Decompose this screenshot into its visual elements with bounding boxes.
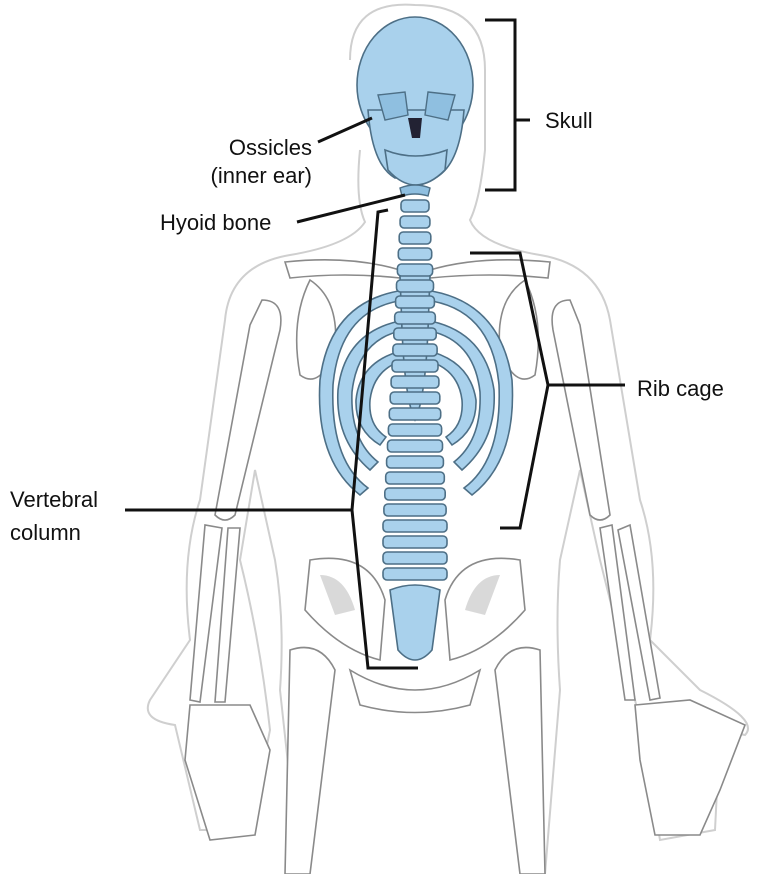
leader-lines — [125, 18, 625, 670]
vertebra — [392, 343, 438, 357]
vertebra — [386, 439, 444, 453]
label-skull: Skull — [545, 108, 593, 133]
vertebra — [396, 263, 434, 277]
vertebra — [382, 519, 448, 533]
skull-bracket — [485, 18, 530, 192]
vertebra — [398, 231, 432, 245]
vertebra — [382, 567, 448, 581]
ossicles-pointer — [317, 116, 373, 144]
vertebral-column-bones — [382, 199, 448, 581]
vertebra — [399, 215, 431, 229]
vertebra — [382, 535, 448, 549]
vertebra — [400, 199, 430, 213]
vertebra — [397, 247, 433, 261]
vertebra — [387, 423, 443, 437]
vertebra — [389, 391, 441, 405]
vertebra — [394, 295, 436, 309]
sacrum — [389, 584, 441, 661]
vertebra — [395, 279, 435, 293]
mandible — [384, 148, 448, 186]
vertebra — [383, 503, 447, 517]
vertebra — [382, 551, 448, 565]
label-rib-cage: Rib cage — [637, 376, 724, 401]
label-ossicles-line2: (inner ear) — [211, 163, 312, 188]
hyoid-pointer — [296, 193, 406, 224]
vertebra — [385, 455, 445, 469]
label-hyoid: Hyoid bone — [160, 210, 271, 235]
vertebra — [391, 359, 439, 373]
vertebra — [390, 375, 440, 389]
vertebra — [392, 327, 437, 341]
hyoid-bone — [399, 184, 431, 197]
label-vertebral-line2: column — [10, 520, 81, 545]
ribs — [318, 289, 514, 497]
vertebra — [384, 471, 446, 485]
vertebra — [388, 407, 442, 421]
label-ossicles-line1: Ossicles — [229, 135, 312, 160]
vertebra — [383, 487, 446, 501]
rib-cage-bracket — [470, 251, 625, 530]
vertebral-column-bracket — [125, 208, 418, 670]
axial-skeleton — [318, 16, 514, 661]
vertebra — [393, 311, 437, 325]
label-vertebral-line1: Vertebral — [10, 487, 98, 512]
